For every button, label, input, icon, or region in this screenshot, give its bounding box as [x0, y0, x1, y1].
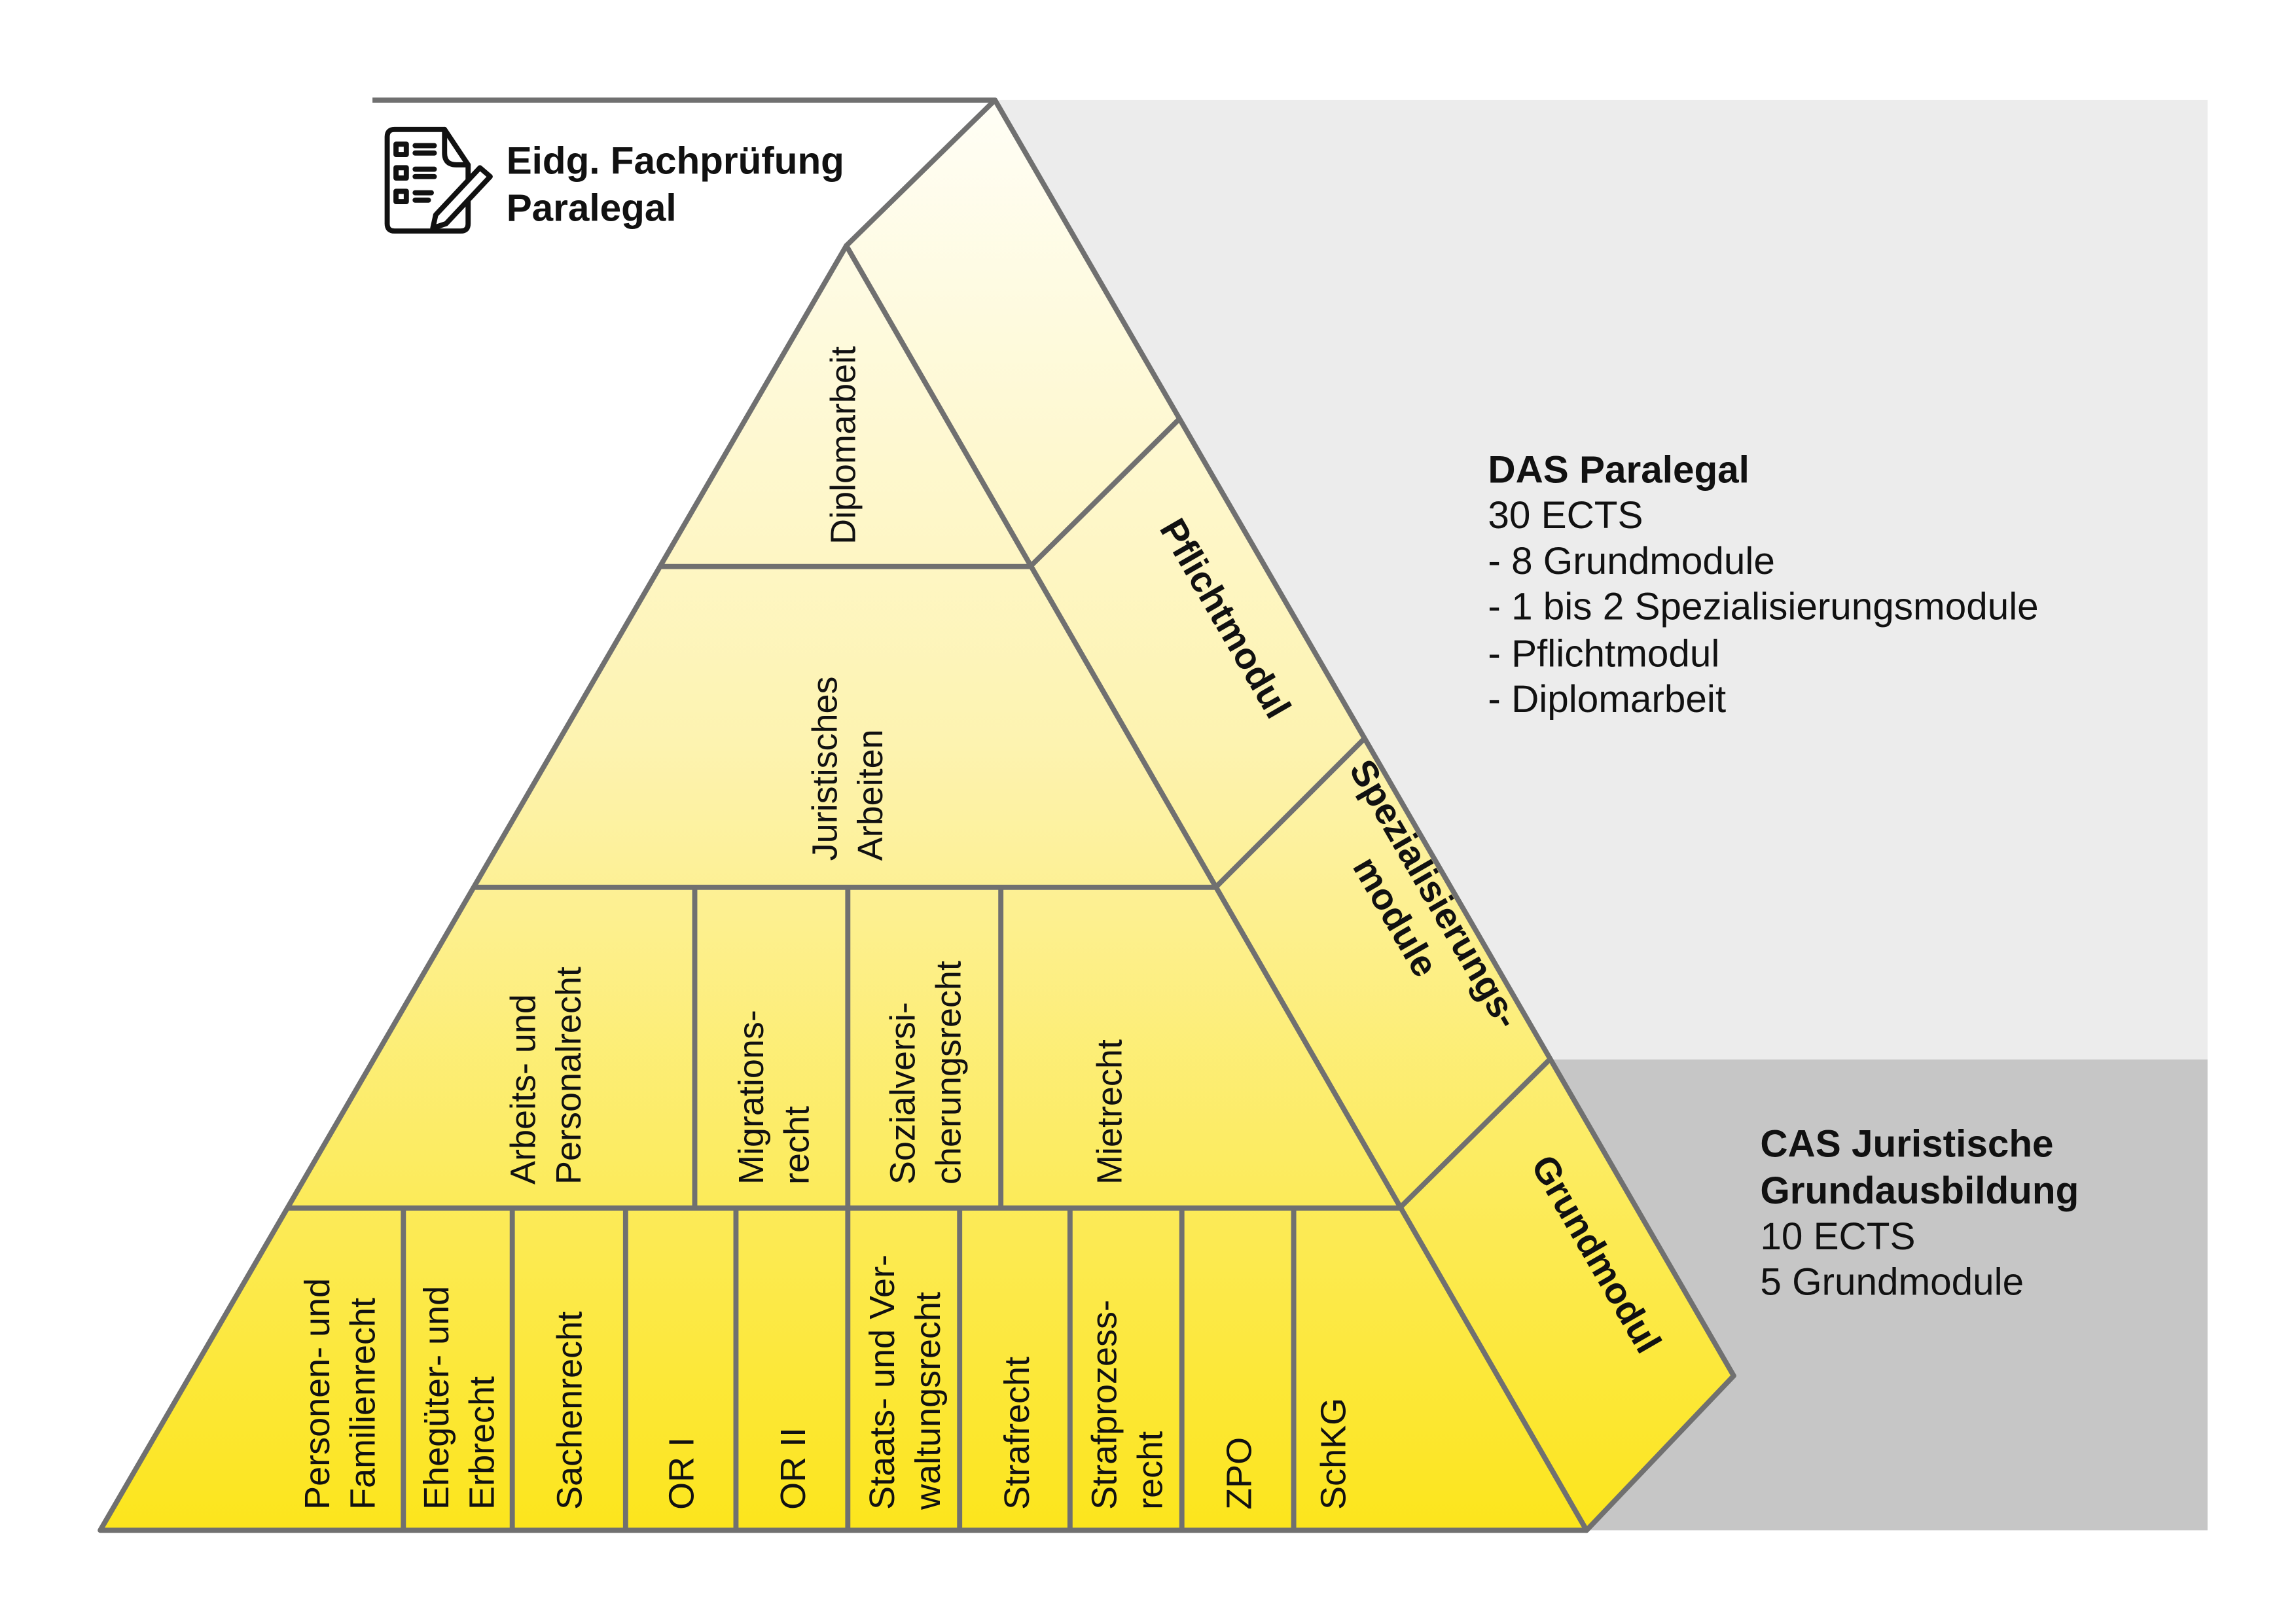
cas-title: CAS Juristische Grundausbildung	[1760, 1122, 2079, 1212]
label-diplomarbeit: Diplomarbeit	[824, 346, 863, 544]
basic-module-label: SchKG	[1314, 1398, 1353, 1510]
basic-module-label: OR II	[774, 1427, 813, 1510]
basic-module-label: OR I	[662, 1437, 701, 1510]
cas-info: CAS Juristische Grundausbildung 10 ECTS …	[1760, 1122, 2079, 1303]
das-title: DAS Paralegal	[1488, 448, 1749, 491]
basic-module-label: Strafrecht	[997, 1357, 1037, 1510]
specialization-module-label: Sozialversi-cherungsrecht	[884, 961, 969, 1185]
das-details: 30 ECTS - 8 Grundmodule - 1 bis 2 Spezia…	[1488, 494, 2049, 721]
basic-module-label: ZPO	[1219, 1437, 1259, 1510]
das-info: DAS Paralegal 30 ECTS - 8 Grundmodule - …	[1488, 448, 2049, 721]
exam-title: Eidg. Fachprüfung Paralegal	[507, 139, 855, 229]
exam-icon	[384, 126, 493, 234]
basic-module-label: Strafprozess-recht	[1085, 1300, 1170, 1510]
cas-details: 10 ECTS 5 Grundmodule	[1760, 1215, 2024, 1304]
specialization-module-label: Migrations-recht	[732, 1010, 817, 1185]
specialization-module-label: Mietrecht	[1090, 1039, 1130, 1185]
basic-module-label: Sachenrecht	[550, 1311, 589, 1510]
pyramid	[98, 97, 1736, 1533]
basic-module-label: Staats- und Ver-waltungsrecht	[863, 1255, 948, 1510]
